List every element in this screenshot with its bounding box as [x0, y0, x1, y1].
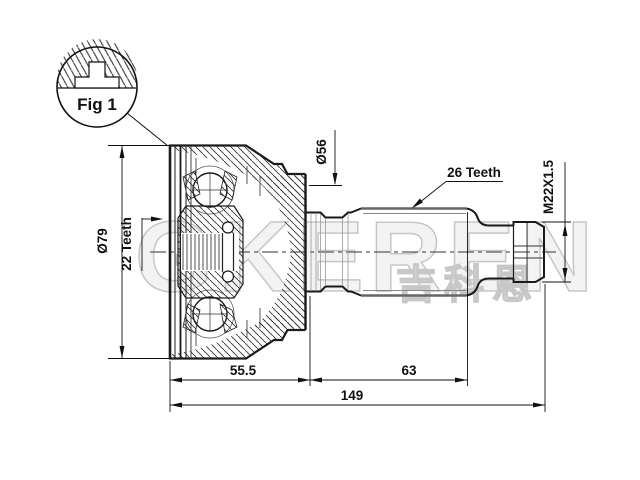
joint-housing — [168, 144, 307, 360]
stub-shaft — [306, 207, 545, 297]
dim-shaft-spline-teeth: 26 Teeth — [447, 165, 501, 180]
shaft-step-bottom — [466, 277, 514, 297]
dim-thread-spec: M22X1.5 — [541, 159, 556, 214]
housing-top-profile — [170, 144, 306, 176]
dim-housing-length: 55.5 — [230, 363, 257, 378]
dim-outer-diameter: Ø79 — [95, 228, 110, 254]
bore-spline-lines — [182, 234, 220, 270]
spline-profile-key — [74, 61, 120, 89]
inner-race-bore — [181, 233, 239, 271]
balloon-circle — [56, 46, 138, 128]
housing-bottom-profile — [170, 328, 306, 360]
circlip-top — [221, 221, 235, 234]
watermark-brand-cn-text: 吉科恩 — [396, 263, 540, 307]
dimension-lines — [108, 130, 571, 412]
shaft-neck-top — [306, 207, 362, 219]
thread-end-profile — [512, 221, 545, 283]
boot-groove-lines — [310, 213, 349, 291]
figure-balloon — [56, 39, 169, 147]
circlip-bottom — [221, 270, 235, 283]
dim-boot-groove-diameter: Ø56 — [314, 139, 329, 165]
shaft-step-top — [466, 207, 514, 227]
ball-cage — [182, 170, 238, 334]
shaft-neck-bottom — [306, 285, 362, 297]
balloon-leader-line — [126, 112, 169, 147]
housing-right-wall-hatch — [252, 176, 305, 328]
inner-race — [177, 205, 244, 299]
figure-label: Fig 1 — [77, 95, 117, 114]
dim-shaft-length: 63 — [401, 363, 417, 378]
dimension-arrowheads — [119, 146, 568, 408]
dim-inner-spline-teeth: 22 Teeth — [119, 217, 134, 271]
dim-total-length: 149 — [341, 388, 364, 403]
